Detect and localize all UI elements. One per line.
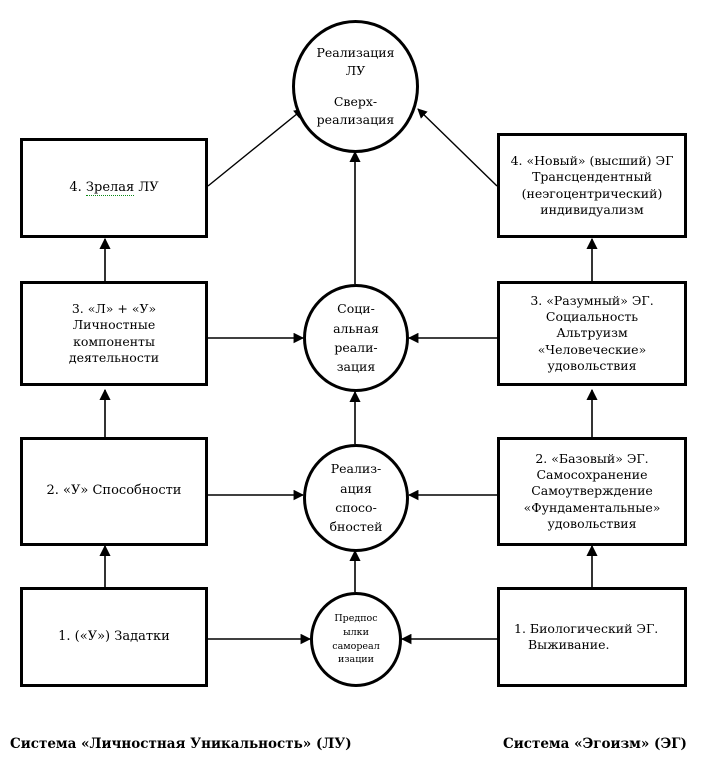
node-line: бностей — [329, 519, 383, 535]
node-line: ЛУ — [345, 63, 366, 79]
node-line: 2. «Базовый» ЭГ. — [535, 450, 649, 466]
caption-right-system-eg: Система «Эгоизм» (ЭГ) — [503, 736, 687, 752]
node-line: удовольствия — [547, 515, 637, 531]
node-line: 1. («У») Задатки — [58, 628, 170, 644]
node-top-ellipse-realization[interactable]: Реализация ЛУ Сверх- реализация — [292, 20, 419, 153]
node-left-4-mature-lu[interactable]: 4. Зрелая ЛУ — [20, 138, 208, 238]
node-right-4-new-higher-eg[interactable]: 4. «Новый» (высший) ЭГ Трансцендентный (… — [497, 133, 687, 238]
node-line: Самоутверждение — [531, 483, 653, 499]
node-line-mature-lu: 4. Зрелая ЛУ — [69, 179, 159, 197]
node-line: Альтруизм — [556, 325, 628, 341]
node-line: Реализация — [316, 45, 395, 61]
node-left-3-personal-components[interactable]: 3. «Л» + «У» Личностные компоненты деяте… — [20, 281, 208, 386]
node-line: «Фундаментальные» — [523, 499, 661, 515]
node-line-prefix: 4. — [69, 179, 86, 195]
node-right-1-biological-eg[interactable]: 1. Биологический ЭГ. Выживание. — [497, 587, 687, 687]
node-line: зация — [336, 359, 376, 375]
node-line: ация — [340, 480, 372, 496]
node-line: 4. «Новый» (высший) ЭГ — [510, 153, 674, 168]
node-line: Предпос — [334, 612, 378, 624]
node-line: Реализ- — [330, 461, 382, 477]
node-mid-ellipse-social-realization[interactable]: Соци- альная реали- зация — [303, 284, 409, 392]
node-line: компоненты — [73, 333, 155, 349]
node-line: (неэгоцентрический) — [521, 185, 663, 201]
node-line: реали- — [334, 340, 378, 355]
node-line-suffix: ЛУ — [134, 179, 159, 195]
node-line: Личностные — [72, 317, 156, 333]
node-line: Трансцендентный — [532, 169, 652, 185]
node-left-2-abilities[interactable]: 2. «У» Способности — [20, 437, 208, 546]
node-line: Сверх- — [333, 93, 378, 109]
arrow-left4-to-top-ellipse — [207, 108, 304, 187]
node-line: «Человеческие» — [537, 341, 647, 357]
node-line: альная — [333, 320, 379, 336]
node-line: 1. Биологический ЭГ. — [514, 620, 659, 636]
node-right-2-basic-eg[interactable]: 2. «Базовый» ЭГ. Самосохранение Самоутве… — [497, 437, 687, 546]
node-left-1-inclinations[interactable]: 1. («У») Задатки — [20, 587, 208, 687]
arrow-right4-to-top-ellipse — [417, 108, 498, 187]
node-line: реализация — [316, 111, 395, 127]
node-line: индивидуализм — [540, 201, 644, 217]
node-line: Выживание. — [528, 637, 610, 652]
node-line: деятельности — [68, 349, 160, 365]
node-line: 2. «У» Способности — [46, 483, 182, 499]
node-mid-ellipse-abilities-realization[interactable]: Реализ- ация спосо- бностей — [303, 444, 409, 552]
node-mid-ellipse-self-realization-prerequisites[interactable]: Предпос ылки самореал изации — [310, 592, 402, 687]
node-right-3-rational-eg[interactable]: 3. «Разумный» ЭГ. Социальность Альтруизм… — [497, 281, 687, 386]
node-line: 3. «Л» + «У» — [71, 301, 157, 316]
node-line: Социальность — [545, 309, 639, 325]
node-line: 3. «Разумный» ЭГ. — [530, 292, 654, 308]
node-line: самореал — [332, 640, 380, 652]
node-line: удовольствия — [547, 357, 637, 373]
node-line: Самосохранение — [536, 467, 648, 483]
node-line: Соци- — [337, 301, 375, 317]
caption-left-system-lu: Система «Личностная Уникальность» (ЛУ) — [10, 736, 352, 752]
node-line: изации — [338, 654, 374, 666]
node-line: спосо- — [335, 500, 377, 515]
node-line: ылки — [343, 626, 369, 638]
spellchecked-word: Зрелая — [85, 179, 135, 196]
